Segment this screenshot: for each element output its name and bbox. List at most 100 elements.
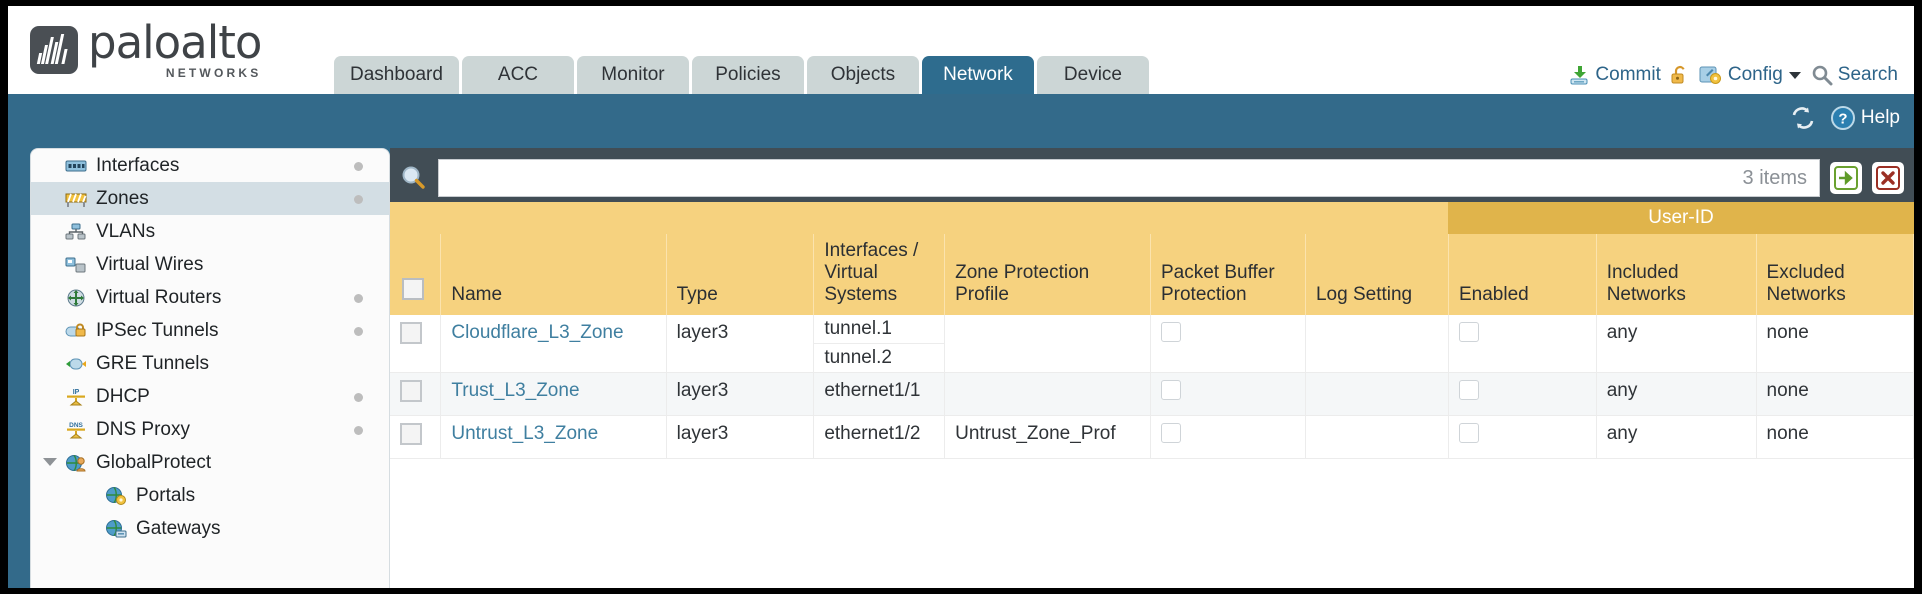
table-row[interactable]: Cloudflare_L3_Zone layer3 tunnel.1 tunne… [390,315,1914,373]
interface-entry: tunnel.1 [814,315,945,344]
packet-buffer-protection-checkbox[interactable] [1160,380,1181,400]
virtual-routers-icon [65,288,87,308]
cell-enabled[interactable] [1448,315,1597,373]
sidebar-item-label: GRE Tunnels [96,352,209,374]
cell-enabled[interactable] [1448,415,1597,459]
zone-name-link[interactable]: Trust_L3_Zone [451,380,580,401]
row-select-cell[interactable] [390,372,442,416]
cell-name[interactable]: Cloudflare_L3_Zone [440,315,667,373]
userid-enabled-checkbox[interactable] [1458,423,1479,443]
tab-objects[interactable]: Objects [806,56,919,94]
userid-enabled-checkbox[interactable] [1458,322,1479,342]
brand-name: paloalto [88,16,262,69]
zone-name-link[interactable]: Untrust_L3_Zone [451,423,599,444]
cell-packet-buffer-protection[interactable] [1150,415,1306,459]
cell-packet-buffer-protection[interactable] [1150,372,1306,416]
tab-monitor[interactable]: Monitor [576,56,689,94]
sidebar-item-ipsec-tunnels[interactable]: IPSec Tunnels [31,314,389,347]
sidebar-item-interfaces[interactable]: Interfaces [31,149,389,182]
apply-filter-button[interactable] [1830,162,1862,194]
sidebar-item-virtual-wires[interactable]: Virtual Wires [31,248,389,281]
tab-network[interactable]: Network [921,56,1034,94]
cell-enabled[interactable] [1448,372,1597,416]
col-header-interfaces[interactable]: Interfaces / Virtual Systems [813,234,946,315]
sidebar-item-zones[interactable]: Zones [31,182,389,215]
sidebar-item-gateways[interactable]: Gateways [31,512,389,545]
sidebar-item-globalprotect[interactable]: GlobalProtect [31,446,389,479]
col-header-excluded-networks[interactable]: Excluded Networks [1756,234,1914,315]
sidebar-item-label: DNS Proxy [96,418,190,440]
col-header-name[interactable]: Name [440,234,667,315]
userid-enabled-checkbox[interactable] [1458,380,1479,400]
table-row[interactable]: Trust_L3_Zone layer3 ethernet1/1 [390,372,1914,416]
collapse-triangle-icon[interactable] [43,458,57,466]
row-select-cell[interactable] [390,315,442,373]
cell-name[interactable]: Untrust_L3_Zone [440,415,667,459]
row-select-cell[interactable] [390,415,442,459]
main-nav-tabs: Dashboard ACC Monitor Policies Objects N… [334,56,1149,94]
close-icon [1876,166,1900,190]
cell-zone-protection-profile [944,315,1151,373]
sidebar-item-dns-proxy[interactable]: DNS DNS Proxy [31,413,389,446]
col-header-zone-protection-profile[interactable]: Zone Protection Profile [944,234,1151,315]
col-header-included-networks[interactable]: Included Networks [1596,234,1757,315]
col-header-type[interactable]: Type [666,234,815,315]
tab-device[interactable]: Device [1036,56,1149,94]
sub-toolbar-band: ? Help [8,94,1914,148]
row-checkbox[interactable] [400,322,422,344]
sidebar-dot-indicator [354,195,363,204]
lock-button[interactable] [1670,64,1690,86]
tab-acc[interactable]: ACC [461,56,574,94]
cell-log-setting [1305,315,1449,373]
search-input[interactable]: 3 items [438,159,1820,197]
sidebar-item-vlans[interactable]: VLANs [31,215,389,248]
cell-excluded-networks: none [1756,315,1914,373]
tab-policies[interactable]: Policies [691,56,804,94]
arrow-right-icon [1834,166,1858,190]
table-row[interactable]: Untrust_L3_Zone layer3 ethernet1/2 Untru… [390,415,1914,459]
row-checkbox[interactable] [400,423,422,445]
cell-interfaces: ethernet1/2 [813,415,946,459]
gre-tunnels-icon [65,355,87,373]
sidebar-item-label: GlobalProtect [96,451,212,473]
row-checkbox[interactable] [400,380,422,402]
sidebar-item-label: Virtual Wires [96,253,204,275]
col-header-packet-buffer-protection[interactable]: Packet Buffer Protection [1150,234,1306,315]
search-toolbar: 3 items [390,154,1914,202]
select-all-checkbox[interactable] [402,278,424,300]
cell-name[interactable]: Trust_L3_Zone [440,372,667,416]
sidebar-item-dhcp[interactable]: IP DHCP [31,380,389,413]
commit-icon [1568,64,1590,86]
refresh-button[interactable] [1790,106,1816,130]
search-button[interactable]: Search [1811,64,1898,86]
zones-table: User-ID Name Type Interfaces / Virtual S… [390,202,1914,459]
sidebar-item-portals[interactable]: Portals [31,479,389,512]
commit-button[interactable]: Commit [1568,64,1661,86]
clear-filter-button[interactable] [1872,162,1904,194]
zone-name-link[interactable]: Cloudflare_L3_Zone [451,322,624,343]
cell-log-setting [1305,372,1449,416]
sidebar-item-virtual-routers[interactable]: Virtual Routers [31,281,389,314]
help-button[interactable]: ? Help [1830,105,1900,131]
config-menu[interactable]: Config [1699,64,1802,86]
sidebar-item-label: IPSec Tunnels [96,319,219,341]
globalprotect-icon [65,453,87,473]
sidebar-item-gre-tunnels[interactable]: GRE Tunnels [31,347,389,380]
col-header-enabled[interactable]: Enabled [1448,234,1597,315]
table-header-row: Name Type Interfaces / Virtual Systems Z… [390,234,1914,315]
select-all-header[interactable] [390,234,442,315]
col-header-log-setting[interactable]: Log Setting [1305,234,1449,315]
search-icon [1811,64,1833,86]
sidebar-item-label: Portals [136,484,196,506]
packet-buffer-protection-checkbox[interactable] [1160,423,1181,443]
commit-label: Commit [1595,64,1661,85]
sidebar-dot-indicator [354,294,363,303]
tab-dashboard[interactable]: Dashboard [334,56,459,94]
packet-buffer-protection-checkbox[interactable] [1160,322,1181,342]
cell-type: layer3 [666,315,815,373]
search-magnifier-icon[interactable] [400,164,428,192]
cell-packet-buffer-protection[interactable] [1150,315,1306,373]
cell-interfaces: ethernet1/1 [813,372,946,416]
config-icon [1699,64,1723,86]
